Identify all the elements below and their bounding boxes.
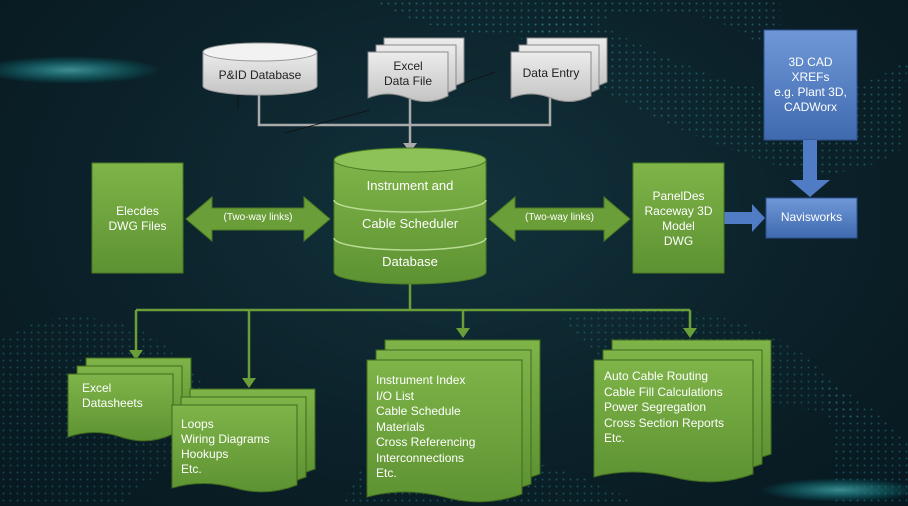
data-entry-label: Data Entry <box>522 66 580 80</box>
cable-routing-docs[interactable] <box>593 339 772 483</box>
central-db-line3: Database <box>382 254 438 269</box>
navisworks-label: Navisworks <box>780 210 843 224</box>
source-connectors <box>257 92 552 145</box>
central-database-cylinder[interactable] <box>333 147 487 285</box>
two-way-left-label: (Two-way links) <box>223 212 293 223</box>
central-db-line1: Instrument and <box>366 178 454 193</box>
cad-xrefs-label: 3D CAD XREFs e.g. Plant 3D, CADWorx <box>774 55 847 114</box>
loops-docs[interactable] <box>171 388 316 493</box>
cable-routing-label: Auto Cable Routing Cable Fill Calculatio… <box>604 369 725 445</box>
excel-datasheets-label: Excel Datasheets <box>82 381 143 410</box>
paneldes-box[interactable] <box>632 162 725 274</box>
arrow-cad-to-navisworks <box>790 140 830 197</box>
pid-database-label: P&ID Database <box>218 68 302 82</box>
output-arrowheads <box>129 328 697 388</box>
data-entry-docs[interactable] <box>510 37 608 102</box>
central-db-line2: Cable Scheduler <box>361 216 459 231</box>
excel-datasheets-docs[interactable] <box>67 357 192 442</box>
elecdes-label: Elecdes DWG Files <box>108 204 167 233</box>
navisworks-box[interactable] <box>765 197 858 239</box>
excel-data-file-docs[interactable] <box>367 37 465 102</box>
two-way-right-label: (Two-way links) <box>525 212 594 223</box>
loops-label: Loops Wiring Diagrams Hookups Etc. <box>181 417 270 476</box>
cad-xrefs-box[interactable] <box>763 29 858 141</box>
two-way-arrow-right <box>488 195 631 243</box>
excel-data-file-label: Excel Data File <box>383 59 433 88</box>
instrument-index-label: Instrument Index I/O List Cable Schedule… <box>376 373 476 480</box>
instrument-index-docs[interactable] <box>366 339 541 503</box>
arrow-paneldes-to-navisworks <box>724 204 765 232</box>
paneldes-label: PanelDes Raceway 3D Model DWG <box>644 189 713 248</box>
pid-database-cylinder[interactable] <box>202 42 318 96</box>
two-way-arrow-left <box>185 195 331 243</box>
elecdes-box[interactable] <box>91 162 184 274</box>
output-connectors <box>134 284 692 380</box>
